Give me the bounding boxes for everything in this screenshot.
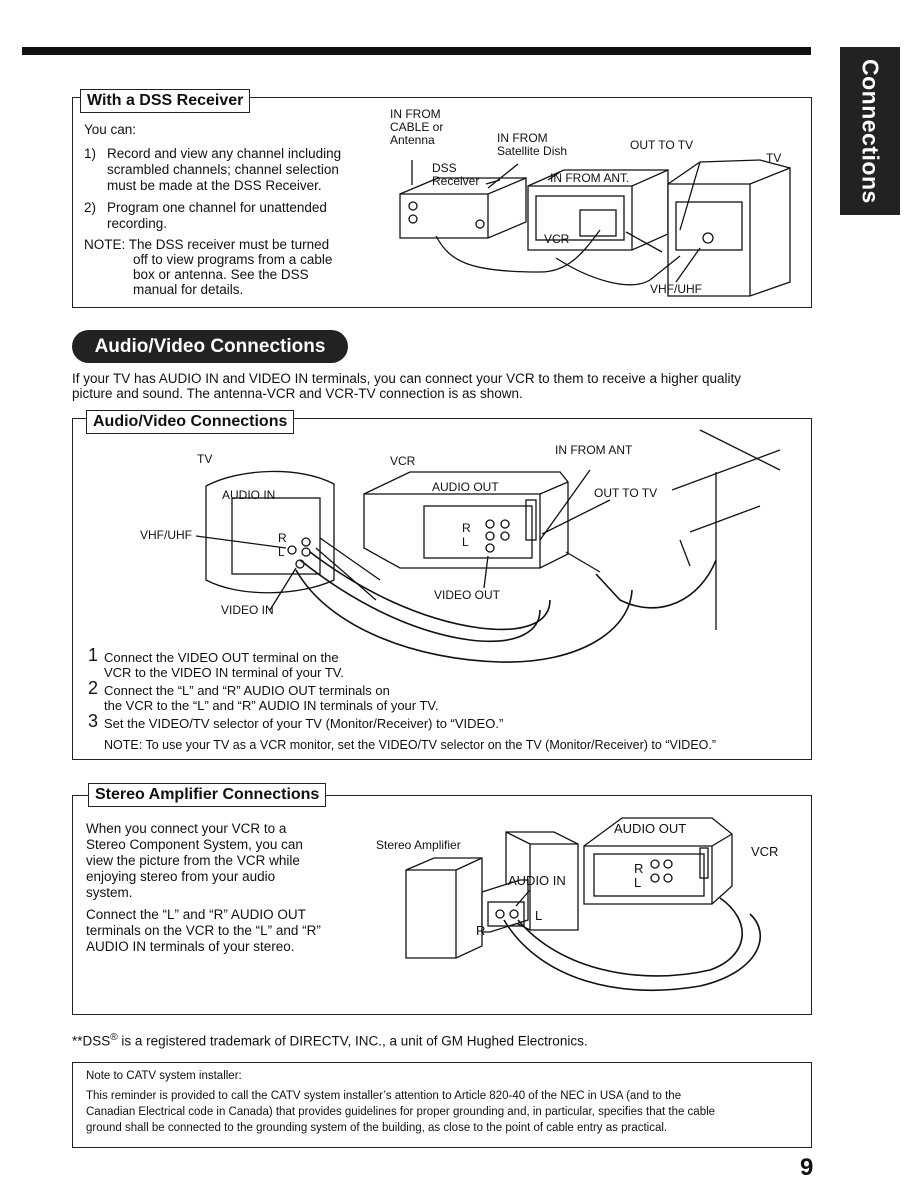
dss-intro: You can: (84, 122, 137, 137)
stereo-para2-line-1: Connect the “L” and “R” AUDIO OUT (86, 907, 306, 922)
dss-item-1-num: 1) (84, 146, 97, 161)
stereo-para1-line-2: Stereo Component System, you can (86, 837, 303, 852)
dss-in-from-cable-1: IN FROM (390, 107, 441, 121)
section-tab-label: Connections (857, 58, 884, 204)
dss-vhf-uhf-label: VHF/UHF (650, 282, 702, 296)
top-rule (22, 47, 811, 55)
av-step-3-line-1: Set the VIDEO/TV selector of your TV (Mo… (104, 716, 504, 731)
stereo-amplifier-shape (481, 879, 529, 933)
dss-item-1-line-1: Record and view any channel including (107, 146, 342, 161)
dss-note-line-4: manual for details. (133, 282, 244, 297)
av-step-2-line-2: the VCR to the “L” and “R” AUDIO IN term… (104, 698, 439, 713)
catv-note-line-2: Canadian Electrical code in Canada) that… (86, 1106, 716, 1118)
dss-item-2-line-1: Program one channel for unattended (107, 200, 327, 215)
catv-note-box (72, 1062, 812, 1148)
av-box-title: Audio/Video Connections (86, 410, 295, 434)
dss-tv-label: TV (766, 151, 782, 165)
av-vhf-uhf-label: VHF/UHF (140, 528, 192, 542)
stereo-amp-r-label: R (476, 923, 486, 938)
av-audio-in-label: AUDIO IN (222, 488, 276, 502)
av-in-from-ant-label: IN FROM ANT (555, 443, 633, 457)
dss-item-2-num: 2) (84, 200, 97, 215)
stereo-para2-line-3: AUDIO IN terminals of your stereo. (86, 939, 295, 954)
av-box (72, 418, 812, 760)
dss-in-from-sat-1: IN FROM (497, 131, 548, 145)
dss-in-from-cable-2: CABLE or (390, 120, 444, 134)
av-intro-line-2: picture and sound. The antenna-VCR and V… (72, 386, 523, 401)
dss-in-from-sat-2: Satellite Dish (497, 144, 568, 158)
stereo-vcr-label: VCR (751, 844, 779, 859)
trademark-text: is a registered trademark of DIRECTV, IN… (117, 1033, 588, 1049)
stereo-vcr-r-label: R (634, 861, 644, 876)
av-step-1-line-2: VCR to the VIDEO IN terminal of your TV. (104, 665, 344, 680)
av-section-banner: Audio/Video Connections (72, 330, 348, 363)
dss-receiver-label-1: DSS (432, 161, 457, 175)
catv-note-line-1: This reminder is provided to call the CA… (86, 1090, 682, 1102)
av-note: NOTE: To use your TV as a VCR monitor, s… (104, 738, 717, 752)
dss-item-1-line-3: must be made at the DSS Receiver. (107, 178, 322, 193)
dss-note-line-1: NOTE: The DSS receiver must be turned (84, 237, 330, 252)
section-tab: Connections (840, 47, 900, 215)
dss-vcr-label: VCR (544, 232, 570, 246)
stereo-audio-in-label: AUDIO IN (508, 873, 566, 888)
av-step-1-line-1: Connect the VIDEO OUT terminal on the (104, 650, 339, 665)
av-video-in-label: VIDEO IN (221, 603, 274, 617)
stereo-speaker-left (405, 857, 483, 959)
stereo-vcr-l-label: L (634, 875, 642, 890)
av-vcr-l-label: L (462, 535, 469, 549)
av-audio-out-label: AUDIO OUT (432, 480, 499, 494)
av-step-1-num: 1 (88, 645, 99, 665)
catv-note-line-3: ground shall be connected to the groundi… (86, 1122, 668, 1134)
stereo-para1-line-1: When you connect your VCR to a (86, 821, 287, 836)
catv-note-title: Note to CATV system installer: (86, 1070, 242, 1082)
dss-in-from-cable-3: Antenna (390, 133, 435, 147)
stereo-title: Stereo Amplifier Connections (88, 783, 327, 807)
stereo-para2-line-2: terminals on the VCR to the “L” and “R” (86, 923, 321, 938)
dss-note-line-3: box or antenna. See the DSS (133, 267, 309, 282)
av-tv-l-label: L (278, 545, 285, 559)
dss-item-1-line-2: scrambled channels; channel selection (107, 162, 339, 177)
trademark-note: **DSS® is a registered trademark of DIRE… (72, 1030, 588, 1050)
av-vcr-label: VCR (390, 454, 416, 468)
dss-item-2-line-2: recording. (107, 216, 168, 231)
av-intro-line-1: If your TV has AUDIO IN and VIDEO IN ter… (72, 371, 742, 386)
stereo-amp-l-label: L (535, 908, 543, 923)
av-tv-r-label: R (278, 531, 287, 545)
dss-in-from-ant-label: IN FROM ANT. (550, 171, 630, 185)
av-vcr-r-label: R (462, 521, 471, 535)
stereo-amplifier-label: Stereo Amplifier (376, 838, 461, 852)
stereo-para1-line-3: view the picture from the VCR while (86, 853, 300, 868)
stereo-box (72, 795, 812, 1015)
registered-mark: ® (110, 1032, 118, 1043)
av-step-3-num: 3 (88, 711, 99, 731)
av-vcr-shape (363, 471, 569, 569)
av-video-out-label: VIDEO OUT (434, 588, 501, 602)
stereo-para1-line-5: system. (86, 885, 133, 900)
dss-receiver-label-2: Receiver (432, 174, 480, 188)
dss-box (72, 97, 812, 308)
dss-note-line-2: off to view programs from a cable (133, 252, 333, 267)
av-step-2-line-1: Connect the “L” and “R” AUDIO OUT termin… (104, 683, 390, 698)
av-tv-panel (231, 497, 321, 575)
av-out-to-tv-label: OUT TO TV (594, 486, 658, 500)
av-step-2-num: 2 (88, 678, 99, 698)
dss-out-to-tv-label: OUT TO TV (630, 138, 694, 152)
page-number: 9 (800, 1154, 814, 1181)
trademark-prefix: **DSS (72, 1033, 111, 1049)
stereo-audio-out-label: AUDIO OUT (614, 821, 687, 836)
stereo-para1-line-4: enjoying stereo from your audio (86, 869, 276, 884)
av-tv-label: TV (197, 452, 213, 466)
dss-title: With a DSS Receiver (80, 89, 251, 113)
